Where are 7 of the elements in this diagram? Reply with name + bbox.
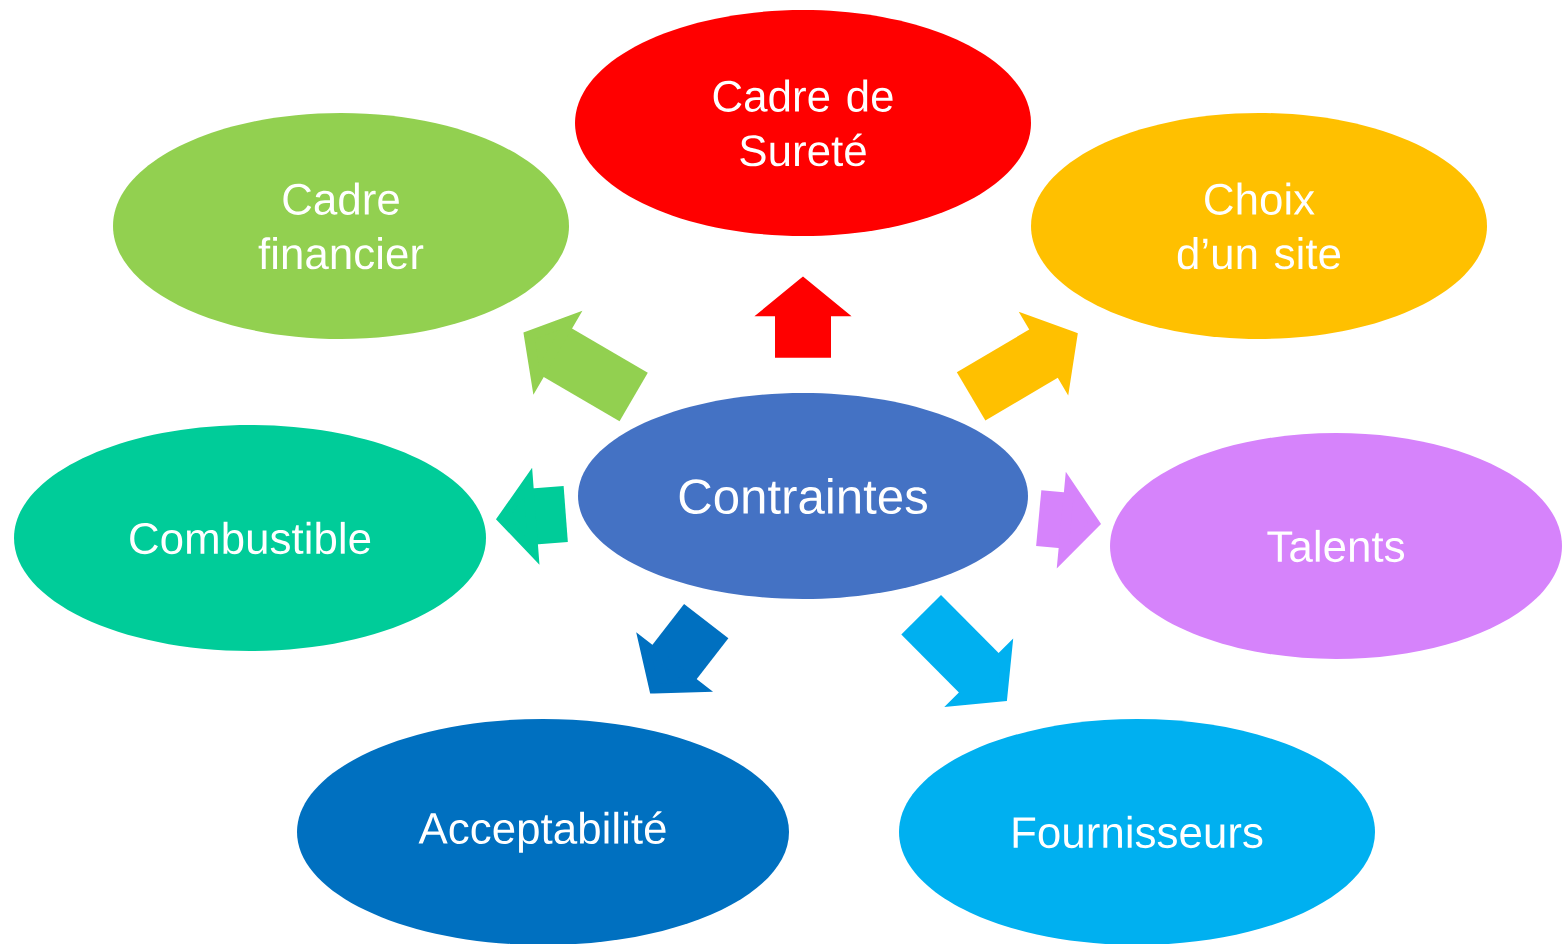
- ellipse-node: Talents: [1110, 433, 1562, 659]
- ellipse-node: Cadre financier: [113, 113, 569, 339]
- ellipse-node: Combustible: [14, 425, 486, 651]
- ellipse-node: Cadre de Sureté: [575, 10, 1031, 236]
- ellipse-node: Choix d’un site: [1031, 113, 1487, 339]
- block-arrow: [956, 311, 1078, 421]
- ellipse-node: Contraintes: [578, 393, 1028, 599]
